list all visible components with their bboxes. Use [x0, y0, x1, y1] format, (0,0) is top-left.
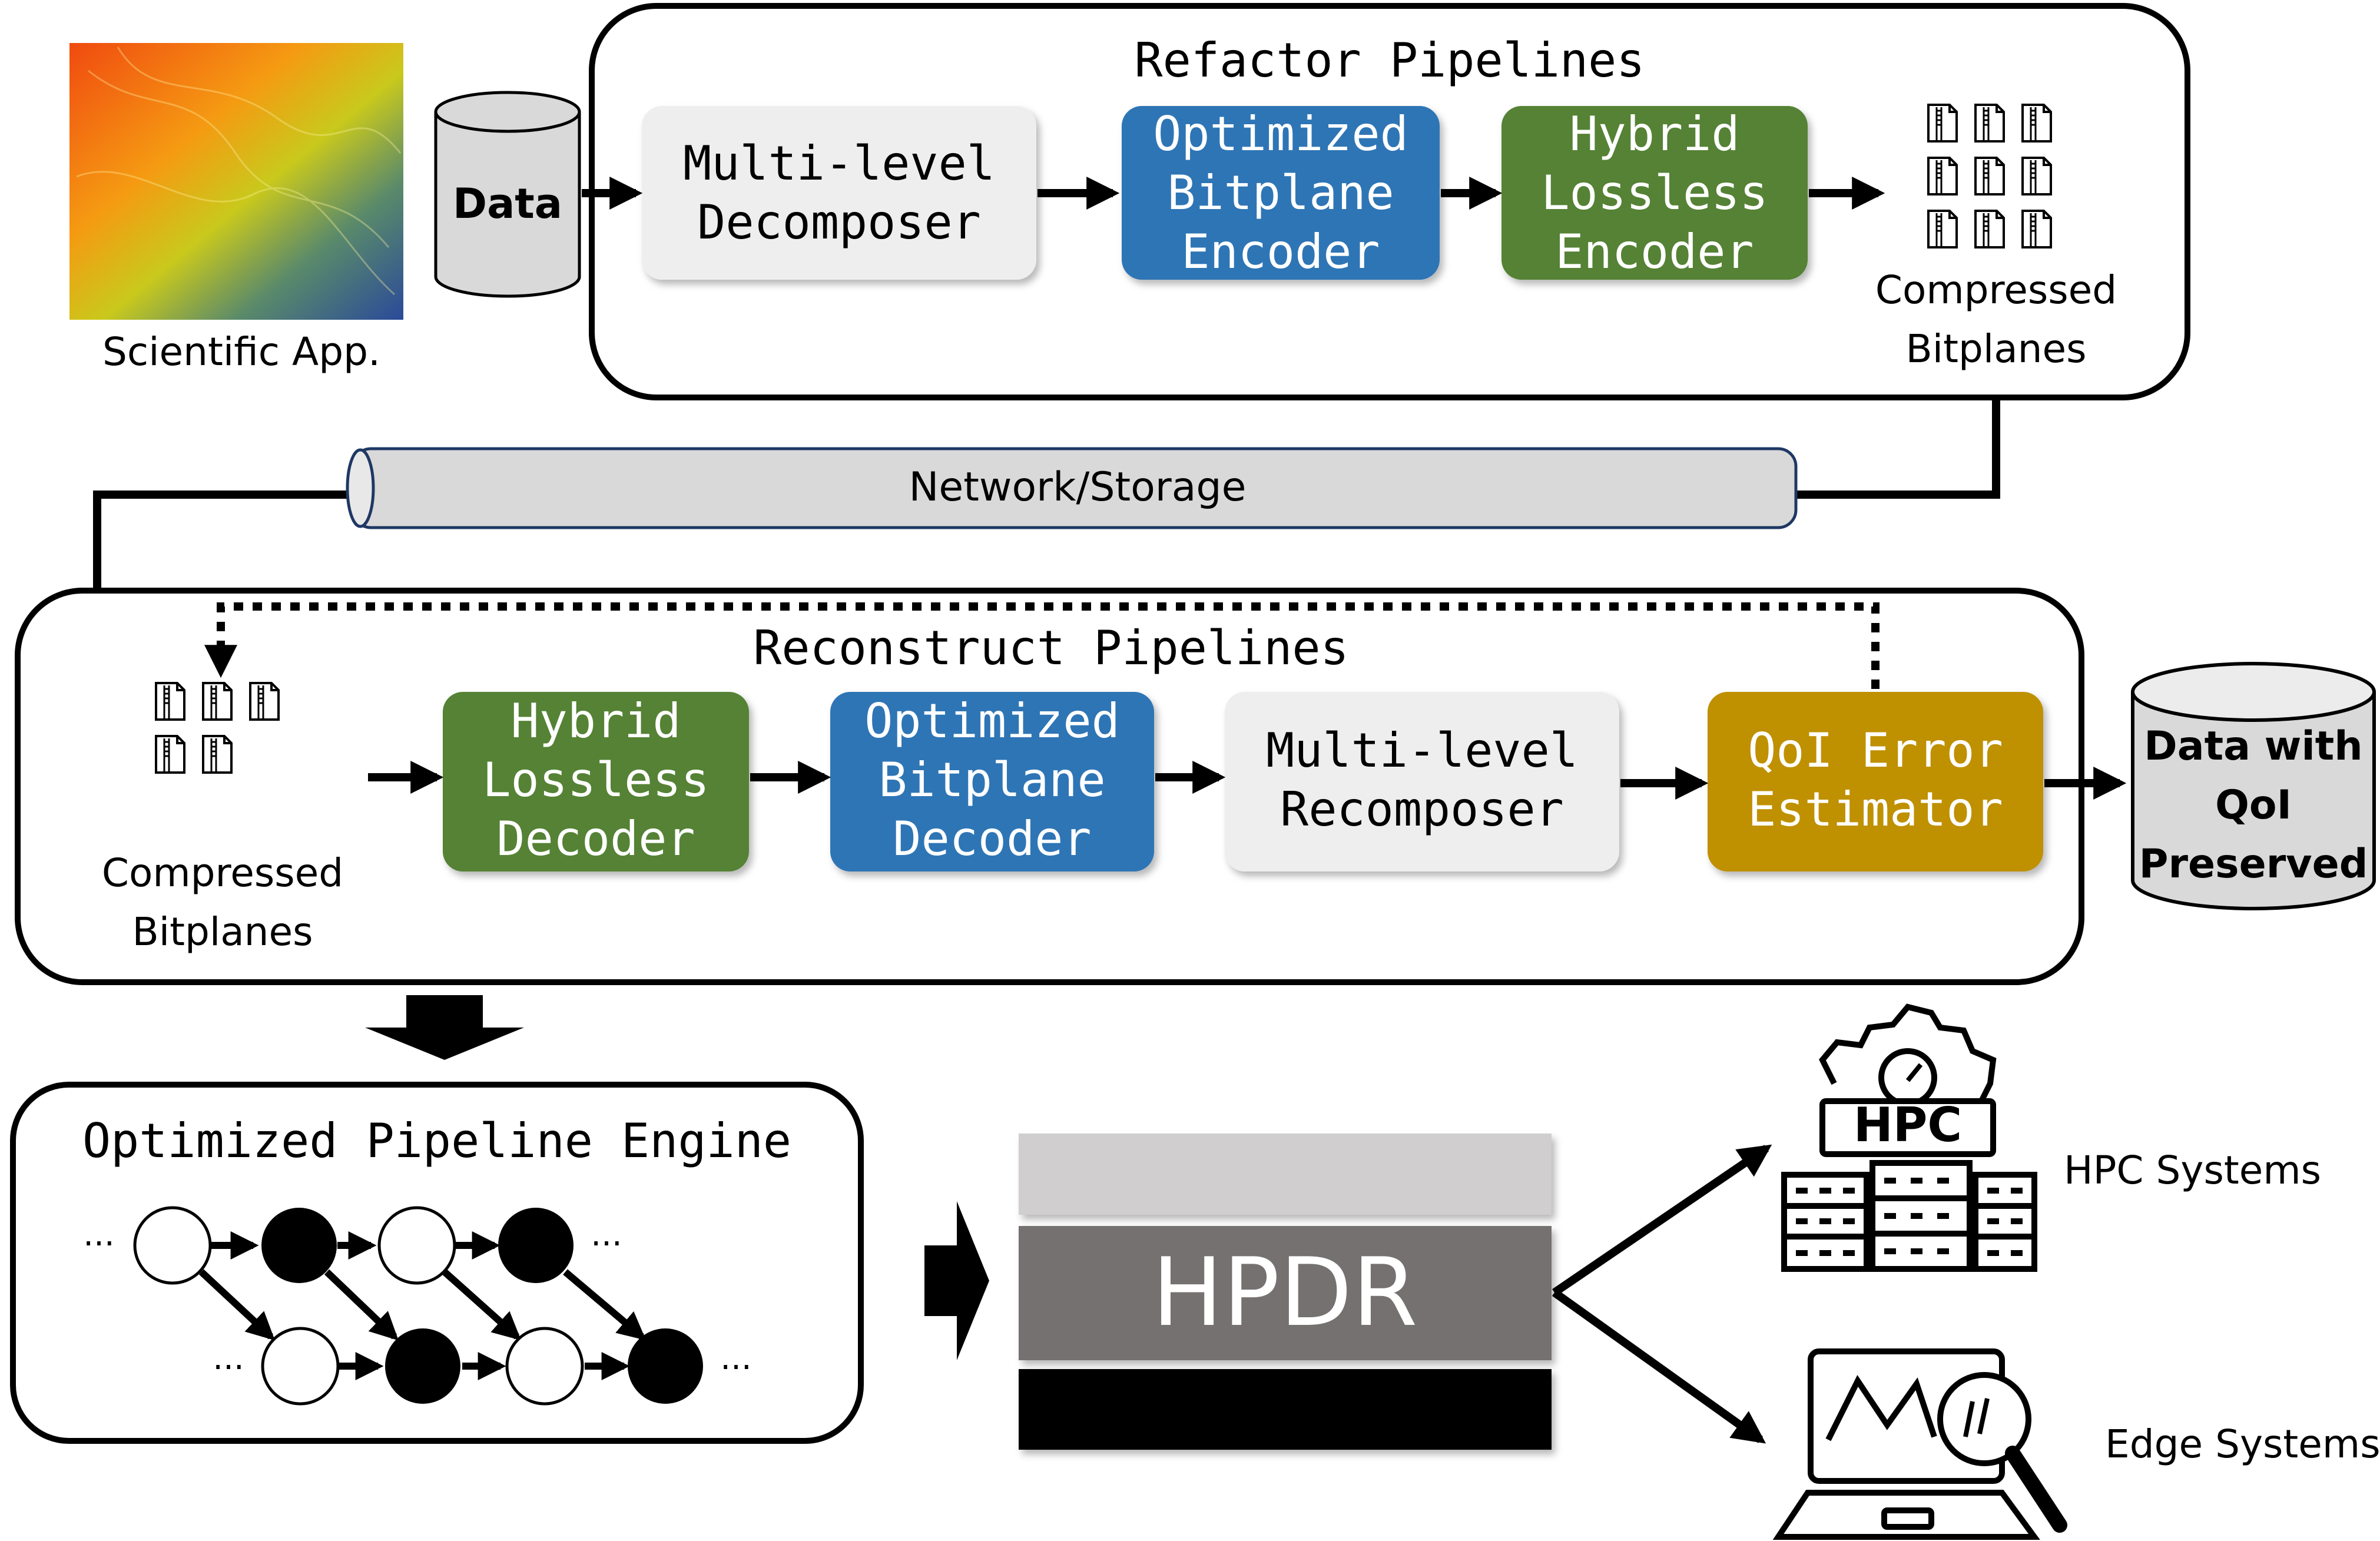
hybrid-lossless-decoder	[443, 692, 749, 871]
pipeline-node-black	[498, 1208, 574, 1283]
multi-level-recomposer	[1225, 692, 1619, 871]
pipeline-node-white	[505, 1327, 584, 1406]
reconstruct-input-line-1: Compressed	[102, 850, 343, 896]
server-racks	[1781, 1160, 2037, 1272]
lossless-decoder-line-1: Hybrid	[511, 694, 681, 748]
scientific-app: Scientific App.	[69, 43, 403, 375]
lossless-decoder-line-2: Lossless	[482, 753, 709, 807]
right-block-arrow	[924, 1201, 989, 1360]
output-line-1: Data with	[2144, 723, 2362, 770]
output-line-3: Preserved	[2139, 841, 2368, 887]
hpc-systems-label: HPC Systems	[2064, 1148, 2321, 1193]
qoi-estimator-line-1: QoI Error	[1748, 723, 2003, 778]
pipeline-node-white	[377, 1206, 456, 1285]
pipeline-node-black	[628, 1328, 703, 1404]
reconstruct-input-line-2: Bitplanes	[132, 909, 313, 955]
bitplane-decoder-line-1: Optimized	[864, 694, 1119, 748]
reconstruct-pipelines: Reconstruct Pipelines Compressed Bitplan…	[15, 588, 2084, 985]
pipeline-engine: Optimized Pipeline Engine ... ... ... ..…	[10, 1082, 864, 1444]
engine-ellipsis: ...	[720, 1339, 751, 1377]
pipeline-node-black	[385, 1328, 460, 1404]
scientific-app-label: Scientific App.	[102, 329, 380, 375]
arrow-to-hpc	[1552, 1144, 1772, 1296]
hpdr-middle-layer	[1019, 1226, 1552, 1360]
qoi-feedback-dotted-line	[204, 602, 1880, 689]
refactor-output-line-1: Compressed	[1875, 267, 2117, 313]
output-cylinder: Data with QoI Preserved	[2131, 662, 2376, 910]
compressed-bitplanes-icon-grid	[1927, 104, 2052, 248]
bitplane-decoder-line-2: Bitplane	[879, 753, 1105, 807]
hpdr-bottom-layer	[1019, 1369, 1552, 1450]
engine-ellipsis: ...	[213, 1339, 244, 1377]
network-connector-right	[1796, 395, 2000, 499]
lossless-decoder-line-3: Decoder	[496, 811, 695, 866]
network-storage: Network/Storage	[93, 395, 2000, 782]
pipeline-node-black	[261, 1208, 337, 1283]
scientific-app-texture	[76, 47, 402, 296]
engine-title: Optimized Pipeline Engine	[82, 1114, 791, 1168]
hpdr-stack: HPDR	[1019, 1134, 1552, 1450]
bitplane-encoder-line-3: Encoder	[1181, 224, 1380, 279]
output-line-2: QoI	[2215, 782, 2292, 829]
hpc-badge: HPC	[1854, 1098, 1962, 1152]
bitplane-encoder-line-2: Bitplane	[1167, 165, 1394, 220]
lossless-encoder-line-2: Lossless	[1541, 165, 1768, 220]
refactor-pipelines: Refactor Pipelines Multi-level Decompose…	[589, 3, 2190, 400]
hpdr-label: HPDR	[1152, 1237, 1417, 1347]
arrow-to-edge	[1552, 1289, 1766, 1444]
laptop-chart-line	[1825, 1375, 1937, 1441]
data-cylinder-label: Data	[453, 180, 562, 228]
reconstruct-arrows	[368, 761, 2127, 800]
decomposer-line-2: Decomposer	[697, 195, 981, 250]
edge-systems-icon	[1772, 1348, 2067, 1540]
recomposer-line-1: Multi-level	[1266, 723, 1578, 778]
network-label: Network/Storage	[909, 464, 1247, 511]
engine-ellipsis: ...	[83, 1215, 114, 1254]
pipeline-node-white	[261, 1327, 340, 1406]
edge-systems-label: Edge Systems	[2105, 1421, 2380, 1467]
bitplane-encoder-line-1: Optimized	[1153, 107, 1408, 161]
refactor-title: Refactor Pipelines	[1135, 33, 1645, 88]
optimized-bitplane-decoder	[830, 692, 1154, 871]
down-block-arrow	[365, 995, 524, 1060]
reconstruct-title: Reconstruct Pipelines	[753, 621, 1348, 675]
data-cylinder: Data	[434, 91, 581, 298]
optimized-bitplane-encoder	[1122, 106, 1440, 280]
decomposer-line-1: Multi-level	[683, 136, 995, 191]
engine-edges	[198, 1231, 647, 1380]
scientific-app-image	[69, 43, 403, 320]
lossless-encoder-line-1: Hybrid	[1570, 107, 1740, 161]
recomposer-line-2: Recomposer	[1280, 782, 1564, 837]
qoi-error-estimator	[1708, 692, 2043, 871]
target-arrows	[1552, 1144, 1772, 1444]
lossless-encoder-line-3: Encoder	[1555, 224, 1753, 279]
multi-level-decomposer	[642, 106, 1036, 280]
hpdr-top-layer	[1019, 1134, 1552, 1215]
hybrid-lossless-encoder	[1501, 106, 1808, 280]
bitplane-decoder-line-3: Decoder	[893, 811, 1091, 866]
engine-ellipsis: ...	[591, 1215, 622, 1254]
pipeline-node-white	[133, 1206, 212, 1285]
refactor-output-line-2: Bitplanes	[1906, 326, 2087, 372]
hpc-systems-icon: HPC	[1781, 1003, 2037, 1272]
qoi-estimator-line-2: Estimator	[1748, 782, 2003, 837]
